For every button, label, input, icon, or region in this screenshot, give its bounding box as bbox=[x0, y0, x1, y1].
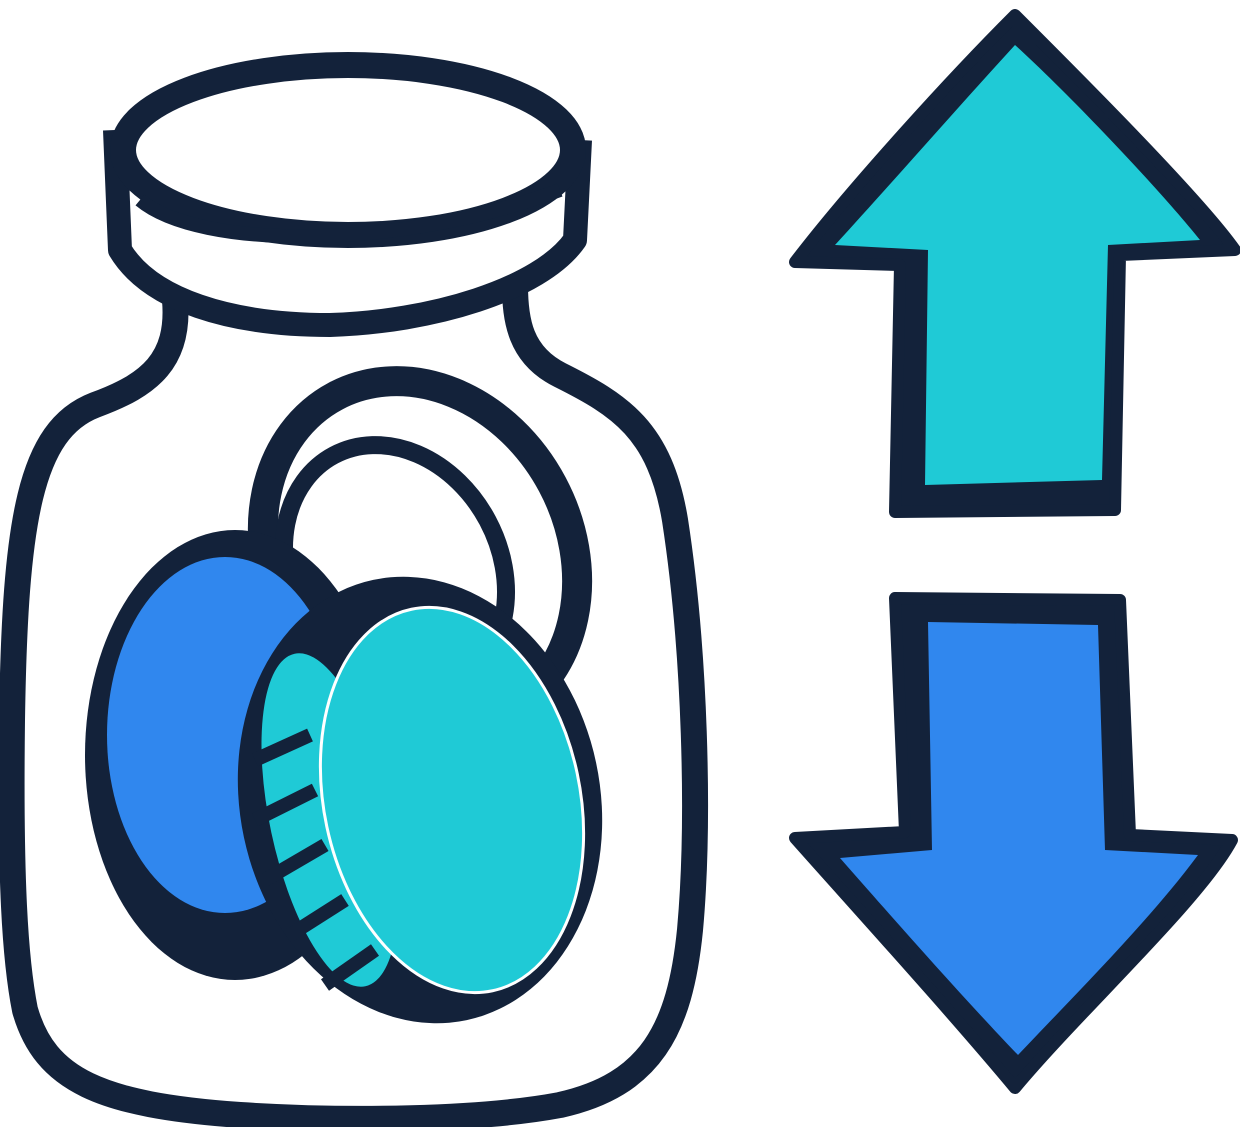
cyan-coin-face bbox=[318, 605, 586, 995]
coin-icon bbox=[85, 366, 603, 1024]
arrow-up-icon bbox=[789, 9, 1240, 518]
arrow-down-icon bbox=[789, 592, 1238, 1094]
